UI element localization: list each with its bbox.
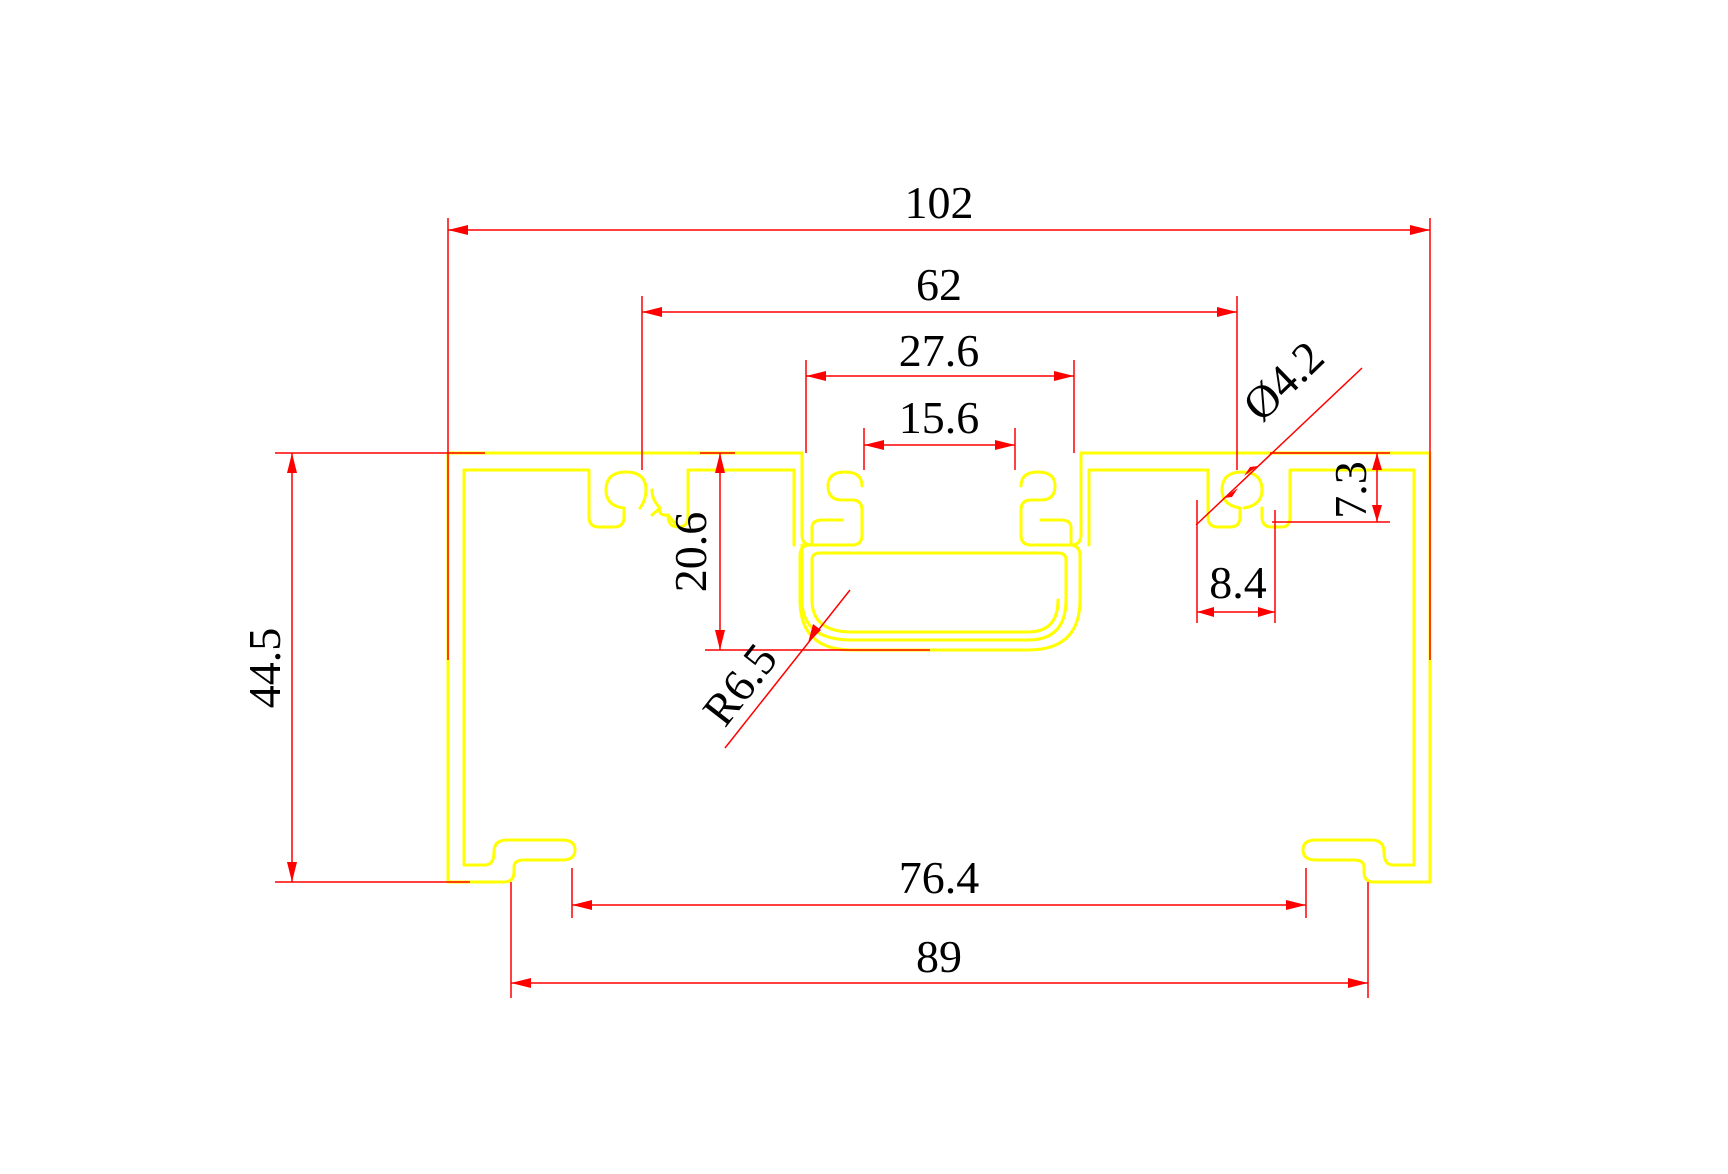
- arrow-76-right: [1286, 900, 1306, 910]
- channel-right-wall: [1019, 451, 1083, 547]
- label-slot-centers: 62: [916, 259, 962, 310]
- leader-d42: [1195, 367, 1363, 526]
- leader-r65: [724, 589, 851, 749]
- arrow-15-right: [995, 440, 1015, 450]
- label-corner-radius: R6.5: [693, 634, 787, 735]
- arrow-r65: [808, 624, 821, 643]
- left-inner-wall: [462, 468, 487, 867]
- arrowheads: [287, 225, 1430, 988]
- label-slot-depth: 7.3: [1325, 461, 1376, 519]
- arrow-15-left: [864, 440, 884, 450]
- dimension-lines: [275, 218, 1431, 998]
- arrow-27-right: [1054, 371, 1074, 381]
- arrow-62-left: [642, 307, 662, 317]
- arrow-44-bottom: [287, 862, 297, 882]
- right-inner-wall: [1391, 468, 1416, 867]
- left-slot-tongue: [650, 506, 680, 529]
- left-foot: [446, 838, 577, 884]
- label-foot-inner: 76.4: [899, 852, 980, 903]
- arrow-89-right: [1348, 978, 1368, 988]
- label-overall-width: 102: [905, 177, 974, 228]
- arrow-102-right: [1410, 225, 1430, 235]
- arrow-20-bottom: [715, 630, 725, 650]
- right-slot: [1087, 468, 1416, 529]
- label-overall-height: 44.5: [239, 628, 290, 709]
- right-foot: [1301, 838, 1432, 884]
- arrow-84-right: [1258, 607, 1275, 617]
- arrow-27-left: [806, 371, 826, 381]
- label-hole-diameter: Ø4.2: [1233, 331, 1334, 431]
- arrow-102-left: [448, 225, 468, 235]
- arrow-d42-a: [1224, 488, 1238, 498]
- arrow-44-top: [287, 453, 297, 473]
- arrow-84-left: [1197, 607, 1214, 617]
- arrow-76-left: [572, 900, 592, 910]
- channel-inner-u: [798, 543, 1082, 652]
- arrow-20-top: [715, 453, 725, 473]
- profile-outline: [446, 451, 1432, 884]
- arrow-62-right: [1217, 307, 1237, 317]
- dimension-labels: 102 62 27.6 15.6 44.5 20.6 R6.5 7.3 8.4 …: [239, 177, 1376, 982]
- label-slot-width: 8.4: [1209, 557, 1267, 608]
- channel-outer-u: [800, 543, 1068, 642]
- arrow-73-top: [1372, 453, 1382, 470]
- arrow-d42-b: [1244, 466, 1258, 476]
- label-foot-outer: 89: [916, 931, 962, 982]
- arrow-89-left: [511, 978, 531, 988]
- label-channel-width: 27.6: [899, 325, 980, 376]
- left-slot: [462, 468, 796, 529]
- channel-left-hook: [810, 470, 864, 547]
- label-channel-opening: 15.6: [899, 392, 980, 443]
- channel-right-hook: [1019, 470, 1073, 547]
- label-channel-depth: 20.6: [665, 512, 716, 593]
- arrow-73-bottom: [1372, 505, 1382, 522]
- channel-left-wall: [800, 451, 864, 547]
